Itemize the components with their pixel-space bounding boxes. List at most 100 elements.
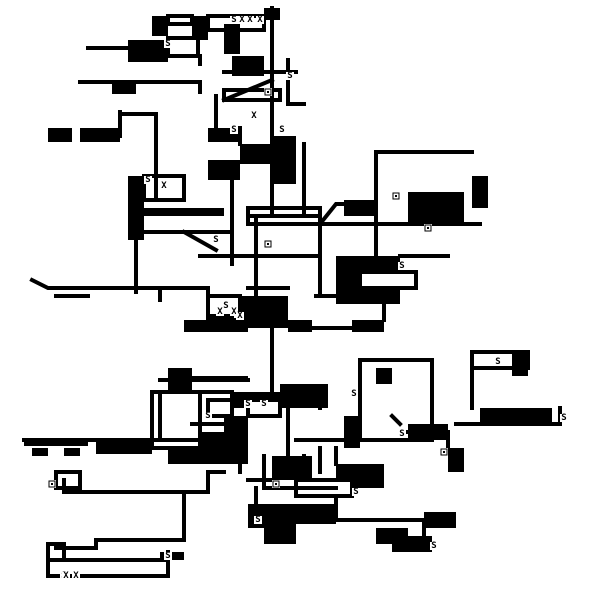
feature-glyph: S (287, 71, 292, 81)
room-13 (80, 128, 120, 142)
feature-bg (216, 308, 224, 316)
trap-icon[interactable]: X (246, 15, 254, 25)
trap-icon[interactable]: X (72, 571, 80, 581)
box-outline (392, 192, 400, 200)
trap-icon[interactable]: X (230, 307, 238, 317)
room-21 (408, 192, 464, 224)
feature-glyph: X (161, 181, 167, 191)
box-center (267, 91, 269, 93)
room-15 (272, 136, 296, 184)
feature-bg (236, 312, 244, 320)
feature-glyph: S (399, 261, 404, 271)
feature-bg (398, 262, 406, 270)
box-icon[interactable] (440, 448, 448, 456)
corridor-22 (29, 277, 210, 302)
corridor-3 (78, 80, 202, 94)
box-center (443, 451, 445, 453)
feature-bg (204, 412, 212, 420)
feature-glyph: X (239, 15, 245, 25)
corridor-46 (389, 413, 403, 427)
stair-icon[interactable]: S (230, 125, 238, 135)
feature-glyph: S (231, 15, 236, 25)
box-icon[interactable] (272, 480, 280, 488)
feature-bg (230, 308, 238, 316)
trap-icon[interactable]: X (160, 181, 168, 191)
feature-glyph: S (165, 39, 170, 49)
room-52 (424, 512, 456, 528)
corridor-16 (246, 214, 322, 298)
feature-glyph: X (251, 111, 257, 121)
room-26 (358, 270, 418, 290)
stair-icon[interactable]: S (278, 125, 286, 135)
trap-icon[interactable]: X (250, 111, 258, 121)
room-29 (184, 320, 248, 332)
box-icon[interactable] (264, 88, 272, 96)
stair-icon[interactable]: S (222, 301, 230, 311)
stair-icon[interactable]: S (350, 389, 358, 399)
corridor-8 (286, 58, 306, 106)
stair-icon[interactable]: S (164, 39, 172, 49)
feature-bg (398, 430, 406, 438)
stair-icon[interactable]: S (494, 357, 502, 367)
trap-icon[interactable]: X (216, 307, 224, 317)
room-22 (472, 176, 488, 208)
box-outline (272, 480, 280, 488)
stair-icon[interactable]: S (286, 71, 294, 81)
stair-icon[interactable]: S (164, 551, 172, 561)
trap-icon[interactable]: X (238, 15, 246, 25)
room-39 (512, 352, 528, 376)
box-icon[interactable] (392, 192, 400, 200)
feature-glyph: X (257, 15, 263, 25)
stair-icon[interactable]: S (212, 235, 220, 245)
stair-icon[interactable]: S (254, 515, 262, 525)
room-56 (24, 440, 88, 446)
trap-icon[interactable]: X (236, 311, 244, 321)
box-center (395, 195, 397, 197)
feature-bg (286, 72, 294, 80)
feature-bg (238, 16, 246, 24)
box-outline (440, 448, 448, 456)
stair-icon[interactable]: S (430, 541, 438, 551)
corridor-36 (190, 390, 234, 402)
stair-icon[interactable]: S (352, 487, 360, 497)
box-icon[interactable] (264, 240, 272, 248)
stair-icon[interactable]: S (560, 413, 568, 423)
stair-icon[interactable]: S (260, 399, 268, 409)
room-57 (32, 448, 48, 456)
corridor-56 (358, 518, 426, 550)
corridor-layer (22, 6, 562, 578)
feature-bg (222, 302, 230, 310)
feature-bg (352, 488, 360, 496)
corridor-12 (181, 229, 219, 253)
room-58 (64, 448, 80, 456)
feature-glyph: S (255, 515, 260, 525)
box-icon[interactable] (424, 224, 432, 232)
stair-icon[interactable]: S (204, 411, 212, 421)
stair-icon[interactable]: S (244, 399, 252, 409)
feature-bg (350, 390, 358, 398)
stair-icon[interactable]: S (144, 175, 152, 185)
corridor-57 (302, 446, 338, 474)
box-center (51, 483, 53, 485)
feature-bg (560, 414, 568, 422)
stair-icon[interactable]: S (398, 429, 406, 439)
stair-icon[interactable]: S (398, 261, 406, 271)
feature-bg (260, 400, 268, 408)
room-37 (376, 368, 392, 384)
feature-glyph: X (73, 571, 79, 581)
corridor-50 (54, 494, 186, 550)
box-outline (48, 480, 56, 488)
corridor-5 (221, 77, 275, 103)
trap-icon[interactable]: X (256, 15, 264, 25)
room-0 (152, 16, 168, 36)
stair-icon[interactable]: S (230, 15, 238, 25)
box-icon[interactable] (48, 480, 56, 488)
trap-icon[interactable]: X (62, 571, 70, 581)
feature-bg (278, 126, 286, 134)
feature-bg (212, 236, 220, 244)
feature-glyph: X (231, 307, 237, 317)
room-42 (344, 416, 360, 448)
feature-glyph: S (431, 541, 436, 551)
room-41 (408, 424, 448, 440)
